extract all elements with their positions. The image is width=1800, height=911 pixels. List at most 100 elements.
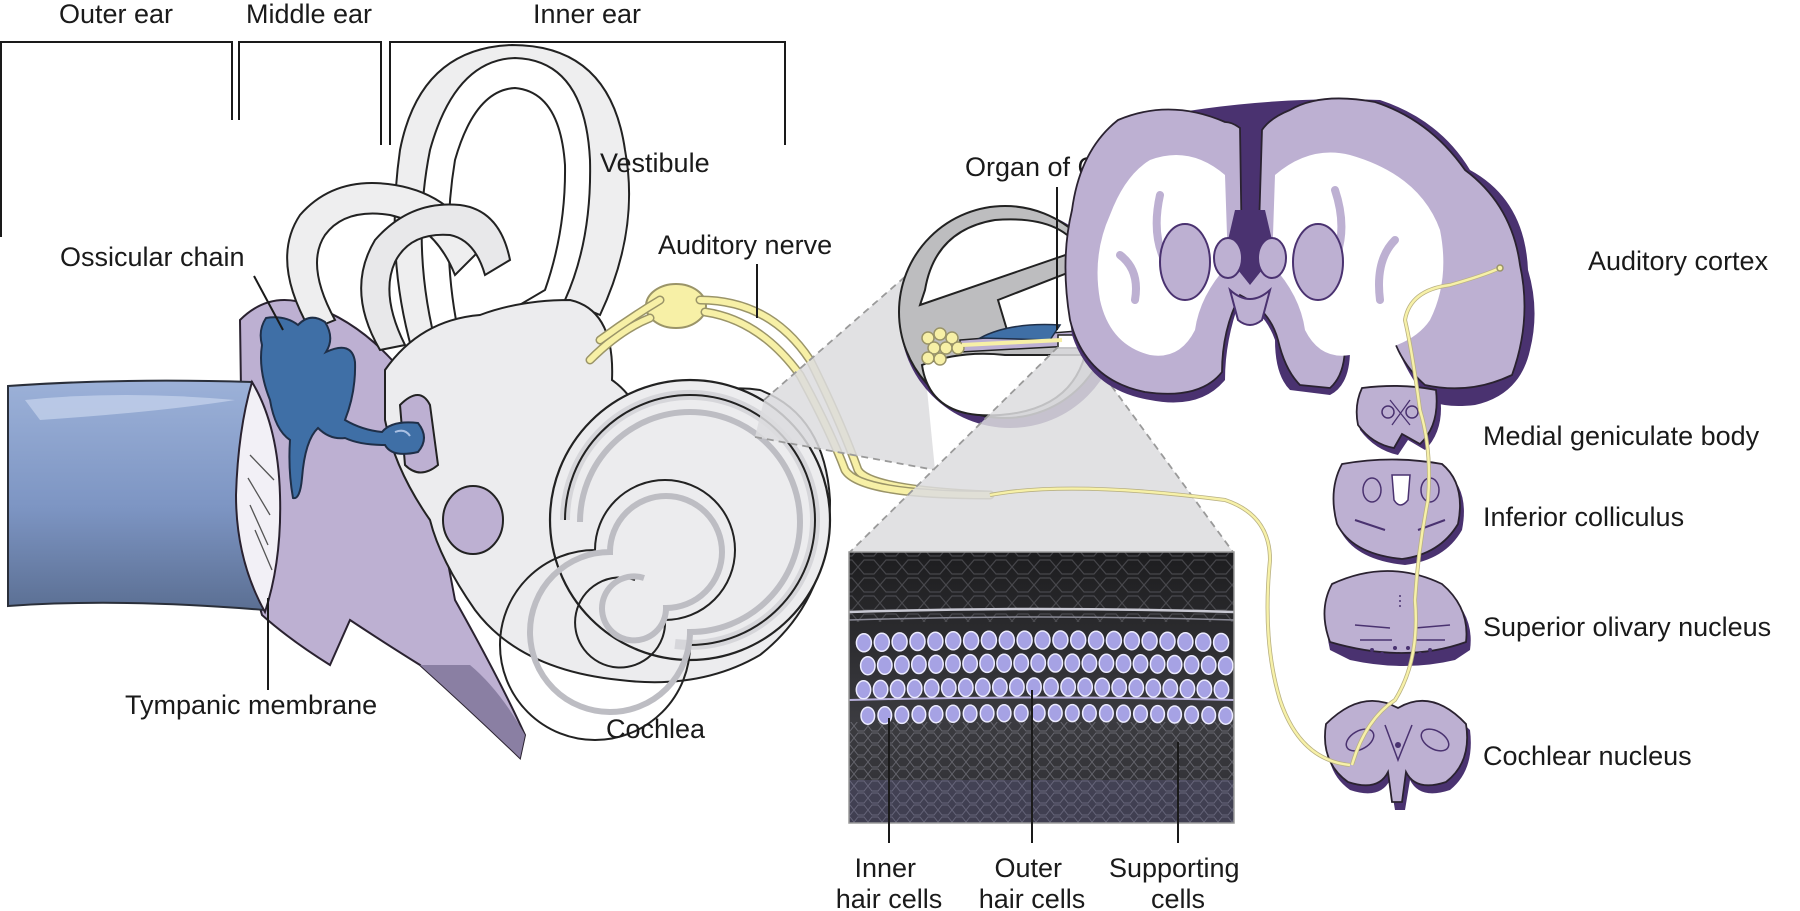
canal-highlight <box>25 395 235 420</box>
outer-hair-cell <box>1060 677 1077 697</box>
outer-hair-cell <box>1105 630 1123 651</box>
outer-hair-cell <box>1026 677 1042 697</box>
outer-hair-cell <box>873 632 891 653</box>
inner-hair-cell <box>1115 704 1132 723</box>
outer-hair-cell <box>1034 630 1051 650</box>
outer-hair-cell <box>1111 677 1128 698</box>
outer-hair-cell <box>893 655 910 675</box>
inner-hair-cell <box>1013 703 1029 723</box>
inner-hair-cell <box>979 704 995 723</box>
inner-hair-cell <box>1184 705 1200 725</box>
outer-hair-cell <box>876 655 893 676</box>
hair-cell-rows <box>855 630 1234 725</box>
outer-hair-cell <box>1159 631 1176 652</box>
outer-hair-cell <box>1013 653 1030 673</box>
inner-hair-cell <box>945 704 961 724</box>
outer-hair-cell <box>1183 655 1200 675</box>
region-brackets <box>0 41 786 237</box>
outer-hair-cells-line1: Outer <box>994 853 1062 883</box>
outer-hair-cell <box>1145 678 1162 698</box>
outer-hair-cell <box>1094 677 1111 698</box>
cochlea-label: Cochlea <box>606 714 706 744</box>
outer-hair-cell <box>1166 654 1183 675</box>
inner-ear-label: Inner ear <box>533 0 641 29</box>
outer-hair-cell <box>944 631 962 651</box>
inner-hair-cell <box>1132 704 1149 724</box>
middle-ear-label: Middle ear <box>246 0 372 29</box>
inner-hair-cell <box>894 705 910 725</box>
outer-hair-cell <box>891 632 908 652</box>
outer-hair-cell <box>923 678 940 698</box>
ossicular-chain-label: Ossicular chain <box>60 242 245 272</box>
outer-hair-cell <box>1098 653 1115 674</box>
superior-olivary-nucleus-label: Superior olivary nucleus <box>1483 612 1771 642</box>
outer-hair-cell <box>1016 630 1033 650</box>
outer-hair-cell <box>962 653 979 674</box>
medial-geniculate-body-label: Medial geniculate body <box>1483 421 1760 451</box>
inferior-colliculus-section <box>1332 458 1464 565</box>
outer-hair-cell <box>979 653 996 674</box>
outer-hair-cell <box>855 680 872 700</box>
inner-hair-cell <box>1064 703 1080 723</box>
ear-anatomy <box>7 43 832 760</box>
cochlea-zoom-cone <box>754 267 936 471</box>
outer-hair-cell <box>1115 653 1132 674</box>
outer-hair-cell <box>998 630 1016 650</box>
outer-hair-cell <box>940 678 957 698</box>
inner-hair-cell <box>860 706 876 725</box>
outer-hair-cell <box>1069 630 1087 650</box>
hair-cell-micrograph <box>849 552 1234 823</box>
inner-hair-cell <box>996 703 1012 723</box>
inner-hair-cell <box>1098 704 1114 723</box>
supporting-cells-line1: Supporting <box>1109 853 1240 883</box>
outer-hair-cell <box>962 630 980 651</box>
outer-hair-cell <box>1081 653 1098 673</box>
inner-hair-cell <box>1030 703 1046 723</box>
outer-hair-cell <box>1047 653 1064 673</box>
inner-hair-cells-line2: hair cells <box>836 884 943 911</box>
outer-hair-cell <box>1030 653 1047 673</box>
outer-hair-cell <box>906 678 923 699</box>
micrograph-labels: Inner hair cells Outer hair cells Suppor… <box>836 690 1240 911</box>
outer-ear-label: Outer ear <box>59 0 173 29</box>
vestibule-label: Vestibule <box>600 148 710 178</box>
cochlear-nucleus-label: Cochlear nucleus <box>1483 741 1692 771</box>
supporting-cells-line2: cells <box>1151 884 1205 911</box>
outer-hair-cell <box>1200 655 1217 675</box>
inner-hair-cell <box>1201 705 1217 725</box>
ossicular-chain <box>259 316 425 500</box>
semicircular-canal-superior <box>360 203 512 352</box>
outer-hair-cell <box>859 655 876 676</box>
outer-hair-cell <box>1008 677 1025 697</box>
outer-hair-cell <box>1043 677 1059 697</box>
inferior-colliculus-label: Inferior colliculus <box>1483 502 1684 532</box>
auditory-cortex-label: Auditory cortex <box>1588 246 1769 276</box>
outer-hair-cell <box>1077 677 1094 697</box>
inner-ear-bracket <box>389 41 786 145</box>
semicircular-canal-posterior <box>393 43 631 354</box>
round-window <box>442 485 504 555</box>
outer-hair-cell <box>1162 678 1179 699</box>
tympanic-membrane <box>234 379 282 615</box>
outer-hair-cell <box>910 654 927 675</box>
cochlear-nucleus-section <box>1324 700 1471 810</box>
outer-hair-cell <box>945 654 961 674</box>
outer-hair-cell <box>927 631 944 651</box>
inner-hair-cell <box>1167 705 1183 724</box>
outer-hair-cell <box>974 677 991 698</box>
inner-hair-cell <box>928 704 944 724</box>
middle-ear-shadow <box>420 665 525 758</box>
inner-hair-cells-label: Inner hair cells <box>836 853 943 911</box>
inner-hair-cell <box>962 704 978 723</box>
outer-hair-cell <box>1141 631 1158 651</box>
outer-hair-cell <box>909 631 926 652</box>
inner-hair-cells-line1: Inner <box>854 853 916 883</box>
outer-hair-cell <box>1064 653 1081 673</box>
auditory-nerve-label: Auditory nerve <box>658 230 832 260</box>
ossicular-chain-leader <box>253 275 284 331</box>
inner-hair-cell <box>1218 706 1234 725</box>
outer-hair-cell <box>991 677 1008 697</box>
outer-hair-cells-line2: hair cells <box>979 884 1086 911</box>
inner-hair-cell <box>1047 703 1063 723</box>
